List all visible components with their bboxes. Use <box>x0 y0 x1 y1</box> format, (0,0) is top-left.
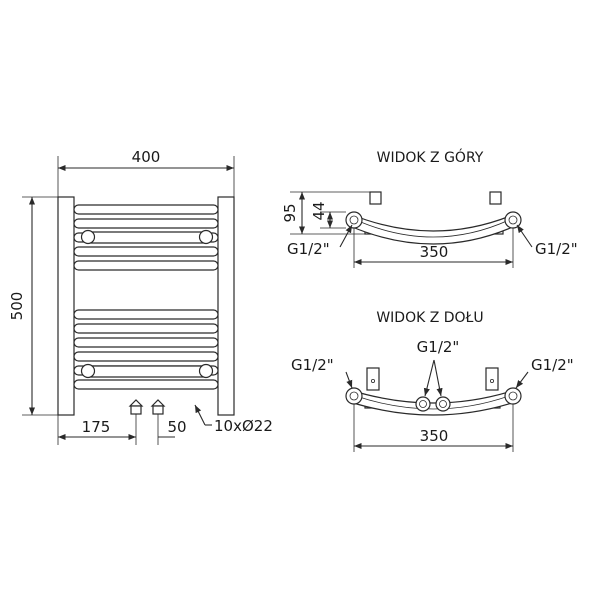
left-offset-label: 175 <box>82 418 111 436</box>
bottom-view-title: WIDOK Z DOŁU <box>376 310 483 326</box>
tube <box>73 379 219 390</box>
height-dimension-label: 500 <box>8 292 26 321</box>
riser <box>369 191 382 205</box>
end-cap <box>508 215 518 225</box>
pipe-spacing-label: 50 <box>167 418 186 436</box>
tube <box>73 204 219 215</box>
connector <box>435 396 451 412</box>
bracket-knob <box>80 363 96 379</box>
bottom-thread-right-label: G1/2" <box>531 356 574 374</box>
left-column <box>57 196 75 416</box>
right-column <box>217 196 235 416</box>
tube <box>73 323 219 334</box>
bracket-knob <box>198 229 214 245</box>
bottom-valve <box>128 399 144 415</box>
tube <box>73 337 219 348</box>
end-cap <box>504 387 522 405</box>
top-view-title: WIDOK Z GÓRY <box>377 148 484 166</box>
bracket-bar-bottom <box>84 365 210 378</box>
bottom-view: WIDOK Z DOŁU G1/2" G1/2" G1/2" 35 <box>291 310 574 452</box>
top-thread-left-label: G1/2" <box>287 240 330 258</box>
top-thread-right-label: G1/2" <box>535 240 578 258</box>
bottom-spacing-label: 350 <box>420 427 449 445</box>
depth-total-label: 95 <box>281 203 299 222</box>
front-view: 400 500 175 50 10xØ22 <box>8 148 273 445</box>
bottom-valve <box>150 399 166 415</box>
width-dimension-label: 400 <box>132 148 161 166</box>
end-cap <box>508 391 518 401</box>
bottom-thread-center-label: G1/2" <box>417 338 460 356</box>
tubes-callout-label: 10xØ22 <box>214 417 273 435</box>
curved-body <box>349 389 516 416</box>
tube <box>73 260 219 271</box>
bracket-knob <box>80 229 96 245</box>
tube <box>73 351 219 362</box>
tube-group <box>73 204 219 390</box>
connector <box>415 396 431 412</box>
top-view: WIDOK Z GÓRY 95 44 G1/2" G1/2" 35 <box>281 148 578 268</box>
end-cap <box>504 211 522 229</box>
top-spacing-label: 350 <box>420 243 449 261</box>
end-cap <box>349 215 359 225</box>
tube <box>73 218 219 229</box>
bottom-thread-left-label: G1/2" <box>291 356 334 374</box>
tube <box>73 309 219 320</box>
riser <box>489 191 502 205</box>
end-cap <box>345 387 363 405</box>
tube <box>73 246 219 257</box>
depth-tube-label: 44 <box>310 201 328 220</box>
bracket-bar-top <box>84 231 210 244</box>
end-cap <box>349 391 359 401</box>
end-cap <box>345 211 363 229</box>
bracket-knob <box>198 363 214 379</box>
curved-body <box>349 213 516 245</box>
